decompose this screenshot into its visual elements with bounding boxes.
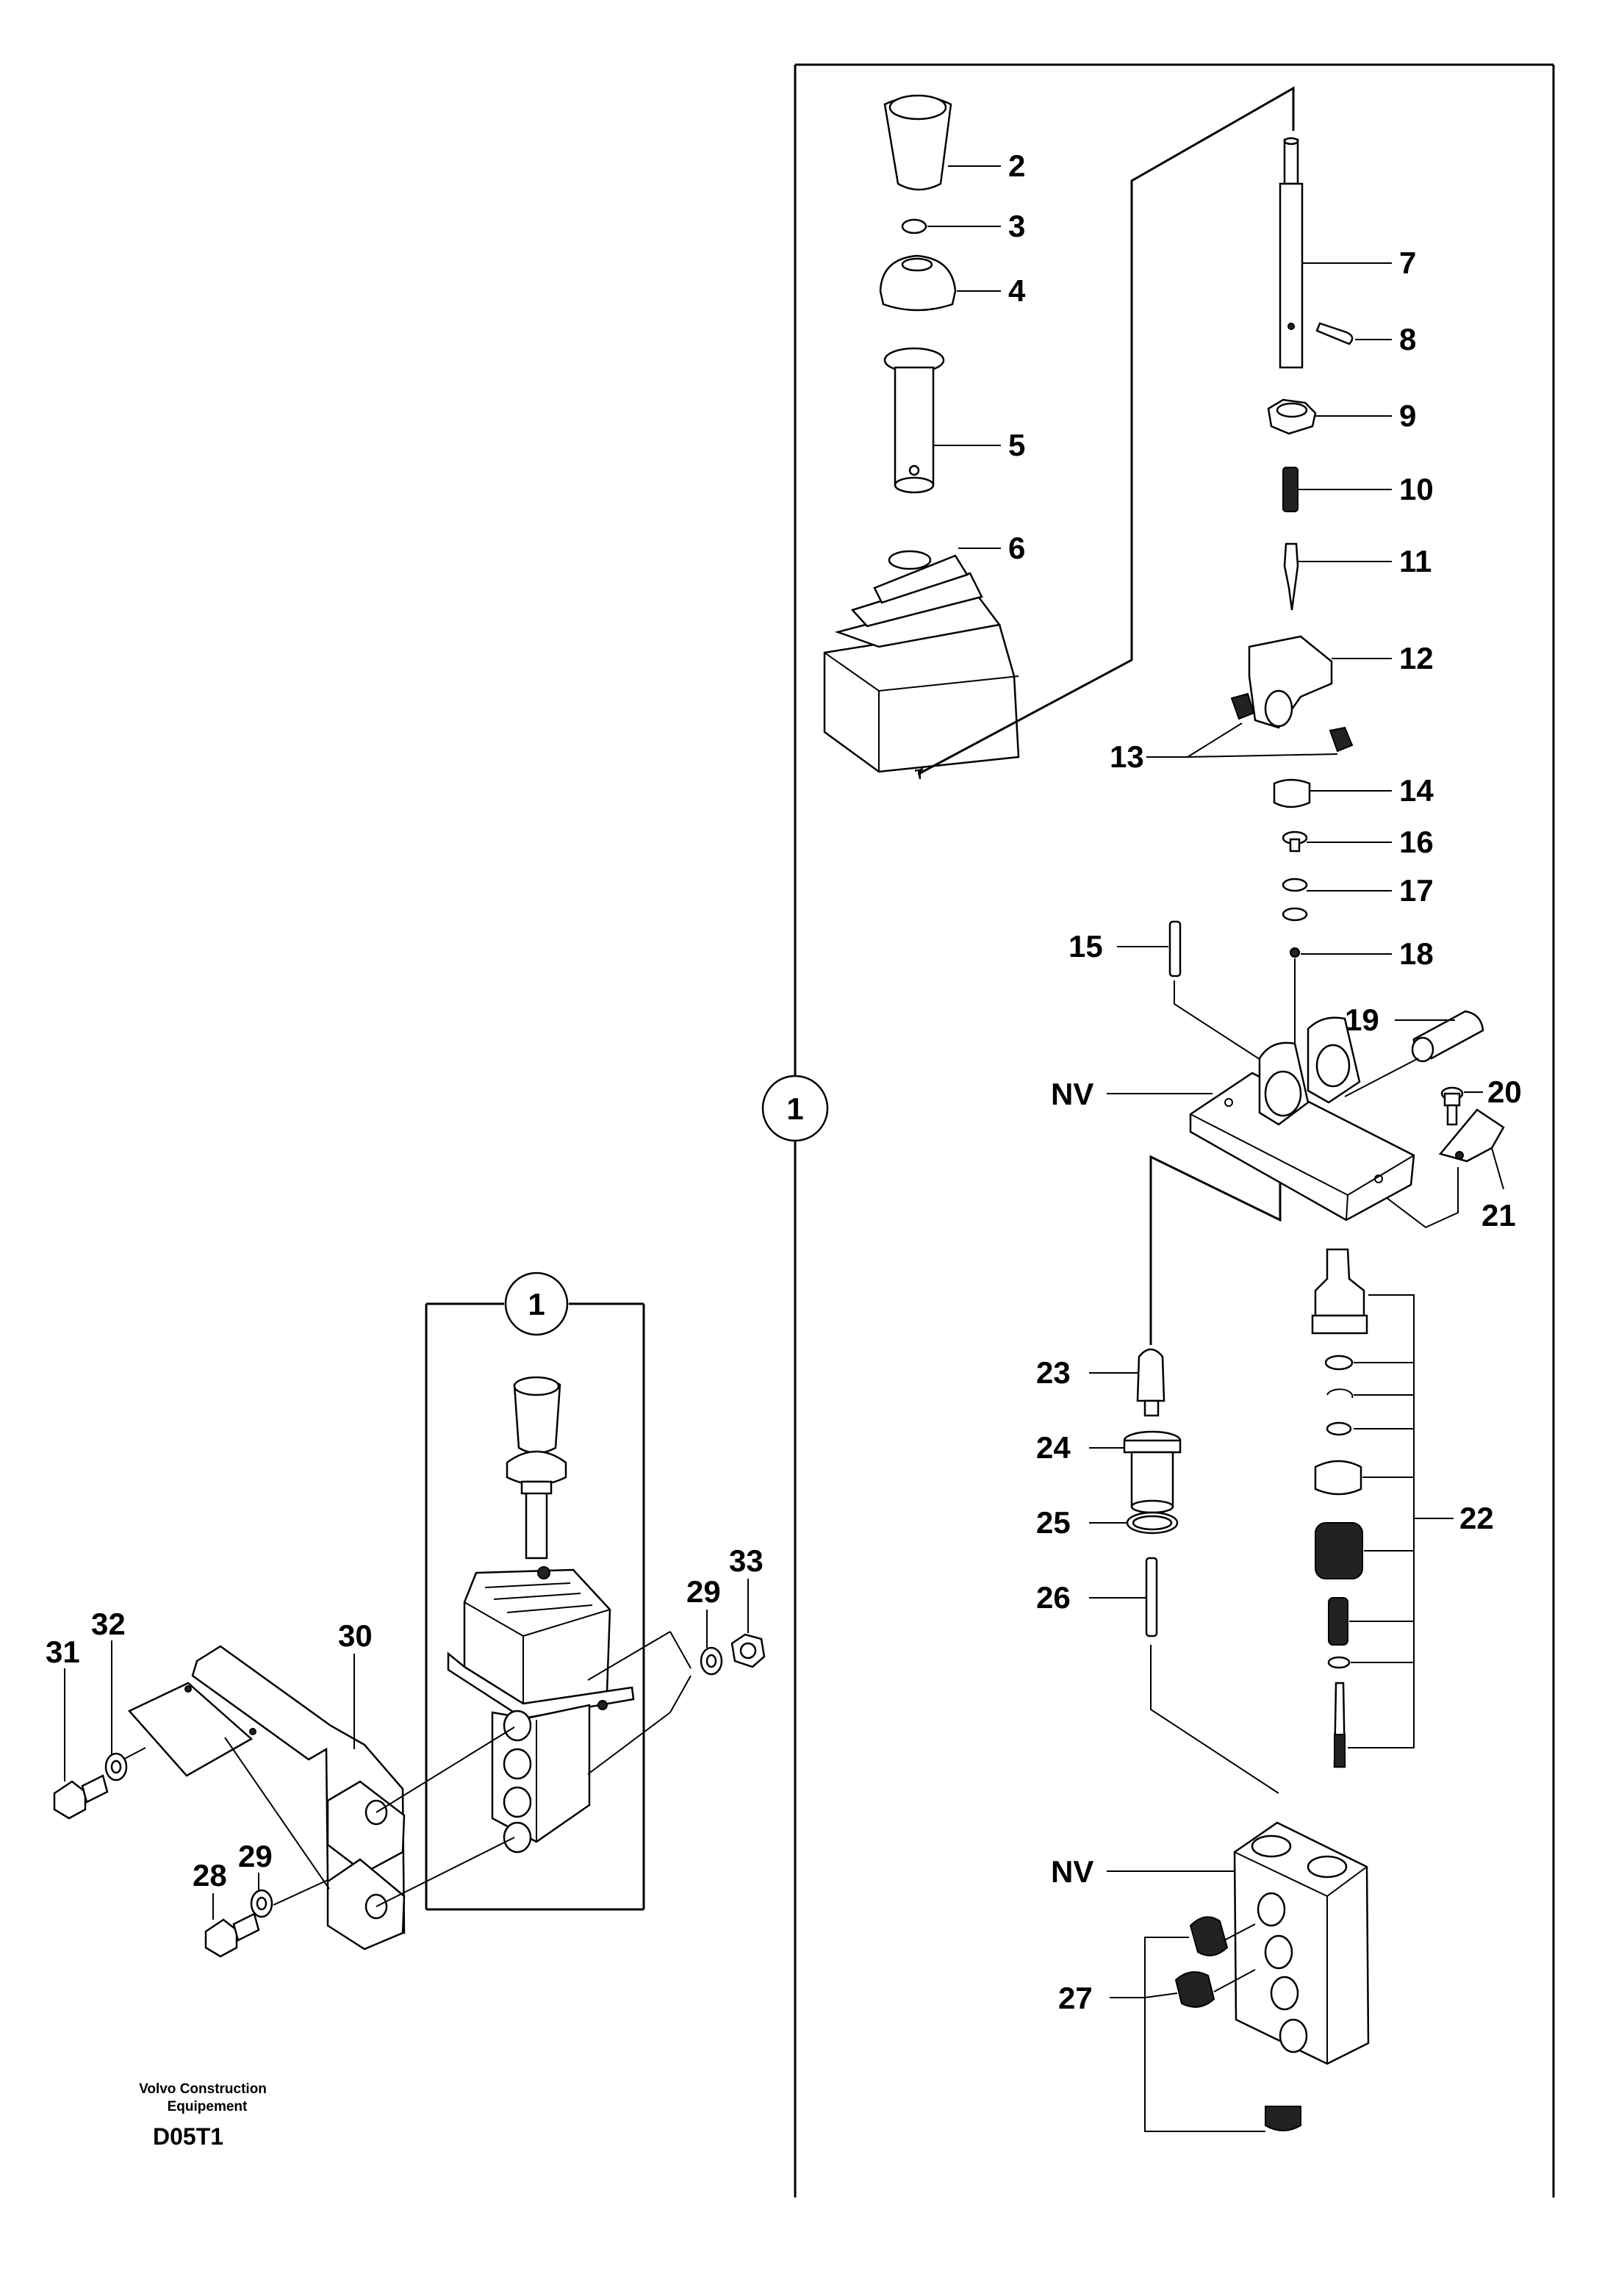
part-16-button (1282, 830, 1392, 853)
label-8: 8 (1399, 322, 1416, 356)
part-22-valve-stack (1311, 1248, 1454, 1768)
label-13: 13 (1110, 739, 1144, 774)
label-3: 3 (1008, 209, 1025, 243)
credit-line-1: Volvo Construction (139, 2081, 267, 2097)
callout-main-number: 1 (786, 1091, 803, 1126)
connector-6-7 (915, 769, 921, 780)
part-2-knob (883, 94, 1001, 191)
label-26: 26 (1036, 1580, 1071, 1615)
part-29-washer-left (250, 1873, 328, 1918)
part-20-screw (1440, 1086, 1483, 1126)
label-10: 10 (1399, 472, 1434, 506)
connector-6-bottom (919, 767, 924, 773)
label-19: 19 (1345, 1002, 1379, 1037)
label-22: 22 (1459, 1501, 1494, 1535)
part-3-ring (901, 218, 1001, 234)
part-31-bolt (53, 1668, 146, 1820)
label-6: 6 (1008, 531, 1025, 565)
label-11: 11 (1399, 544, 1432, 578)
label-4: 4 (1008, 273, 1026, 308)
label-24: 24 (1036, 1430, 1071, 1465)
nv-valve-body (1107, 1821, 1370, 2065)
part-12-block (1248, 635, 1392, 729)
label-32: 32 (91, 1607, 126, 1641)
part-9-nut (1267, 398, 1392, 435)
label-31: 31 (46, 1635, 80, 1669)
label-15: 15 (1068, 929, 1103, 964)
label-16: 16 (1399, 825, 1434, 859)
main-frame (794, 63, 1555, 2198)
label-29-left: 29 (238, 1839, 273, 1873)
small-frame (425, 1302, 645, 1911)
part-26-pin (1089, 1557, 1279, 1794)
part-4-cap (879, 254, 1001, 312)
part-6-bellows (823, 548, 1020, 773)
part-14-cap (1273, 778, 1392, 808)
part-25-oring (1089, 1511, 1179, 1535)
part-30-bracket (127, 1631, 692, 1951)
credit-line-2: Equipement (168, 2099, 248, 2114)
part-32-washer (104, 1640, 128, 1782)
label-2: 2 (1008, 148, 1025, 183)
connector-plate-23 (1149, 1155, 1282, 1345)
label-27: 27 (1058, 1981, 1093, 2015)
label-7: 7 (1399, 245, 1416, 280)
label-28: 28 (193, 1858, 227, 1893)
part-7-shaft (1279, 137, 1392, 369)
callout-main: 1 (761, 1075, 829, 1142)
part-8-pin (1315, 322, 1392, 345)
label-21: 21 (1481, 1198, 1516, 1233)
nv-top-plate (1107, 1016, 1415, 1221)
label-23: 23 (1036, 1355, 1071, 1390)
part-5-sleeve (883, 347, 1001, 494)
label-9: 9 (1399, 398, 1416, 433)
part-24-bushing (1089, 1430, 1182, 1514)
label-14: 14 (1399, 773, 1434, 808)
part-15-pin (1117, 920, 1279, 1072)
part-23-plunger (1089, 1348, 1165, 1417)
label-18: 18 (1399, 936, 1434, 971)
part-13-fittings (1146, 692, 1354, 758)
part-29-washer-right (700, 1610, 723, 1676)
label-33: 33 (729, 1543, 764, 1578)
label-12: 12 (1399, 641, 1434, 675)
part-11-plunger (1283, 542, 1392, 611)
label-25: 25 (1036, 1505, 1071, 1540)
label-nv-bottom: NV (1051, 1854, 1093, 1889)
label-29-right: 29 (686, 1574, 721, 1609)
label-5: 5 (1008, 428, 1025, 462)
drawing-code: D05T1 (153, 2123, 223, 2150)
part-19-roller (1344, 1010, 1484, 1097)
label-30: 30 (338, 1618, 373, 1653)
part-27-plugs (1110, 1916, 1301, 2132)
part-17-washers (1282, 878, 1392, 922)
part-21-bracket (1376, 1108, 1505, 1229)
part-33-nut (730, 1579, 766, 1668)
part-10-spring (1282, 467, 1392, 512)
part-28-bolt (204, 1893, 260, 1958)
assembled-valve (447, 1376, 635, 1854)
callout-small: 1 (504, 1271, 569, 1336)
label-nv-top: NV (1051, 1077, 1093, 1111)
callout-small-number: 1 (528, 1287, 545, 1321)
label-17: 17 (1399, 873, 1434, 908)
label-20: 20 (1487, 1075, 1522, 1109)
